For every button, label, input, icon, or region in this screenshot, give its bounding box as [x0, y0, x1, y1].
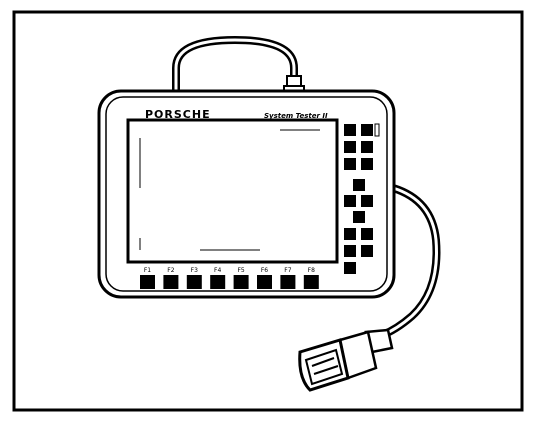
function-key-label: F1 [144, 267, 151, 274]
obd-connector [298, 328, 394, 392]
function-key-label: F2 [167, 267, 174, 274]
side-keypad [344, 123, 380, 274]
top-cable-inner [174, 38, 296, 98]
side-key[interactable] [344, 245, 356, 257]
function-key[interactable] [186, 275, 202, 289]
side-key[interactable] [361, 245, 373, 257]
device-body-inner [105, 96, 388, 292]
function-key[interactable] [163, 275, 179, 289]
function-key[interactable] [280, 275, 296, 289]
side-key[interactable] [344, 124, 356, 136]
side-key[interactable] [353, 211, 365, 223]
function-key[interactable] [303, 275, 319, 289]
side-key[interactable] [361, 228, 373, 240]
side-key[interactable] [361, 141, 373, 153]
display-screen [126, 118, 339, 264]
function-key-label: F7 [284, 267, 291, 274]
outer-frame [12, 10, 524, 412]
function-key-row: F1 F2 F3 F4 F5 F6 F7 F8 [140, 267, 319, 289]
function-key[interactable] [257, 275, 272, 289]
side-key[interactable] [344, 228, 356, 240]
function-key-label: F8 [308, 267, 315, 274]
side-key[interactable] [344, 158, 356, 170]
side-key[interactable] [361, 195, 373, 207]
obd-cable-inner [378, 186, 438, 338]
side-key[interactable] [361, 158, 373, 170]
side-key[interactable] [361, 124, 373, 136]
function-key-label: F5 [237, 267, 244, 274]
side-key[interactable] [344, 262, 356, 274]
function-key-label: F6 [261, 267, 268, 274]
side-key[interactable] [353, 179, 365, 191]
function-key-label: F3 [191, 267, 198, 274]
brand-logo: PORSCHE [145, 108, 211, 121]
function-key[interactable] [210, 275, 226, 289]
function-key[interactable] [233, 275, 249, 289]
side-key[interactable] [344, 141, 356, 153]
side-key[interactable] [344, 195, 356, 207]
model-label: System Tester II [264, 112, 328, 120]
side-indicator [374, 123, 380, 137]
top-cable [172, 35, 298, 100]
function-key-label: F4 [214, 267, 221, 274]
function-key[interactable] [140, 275, 155, 289]
